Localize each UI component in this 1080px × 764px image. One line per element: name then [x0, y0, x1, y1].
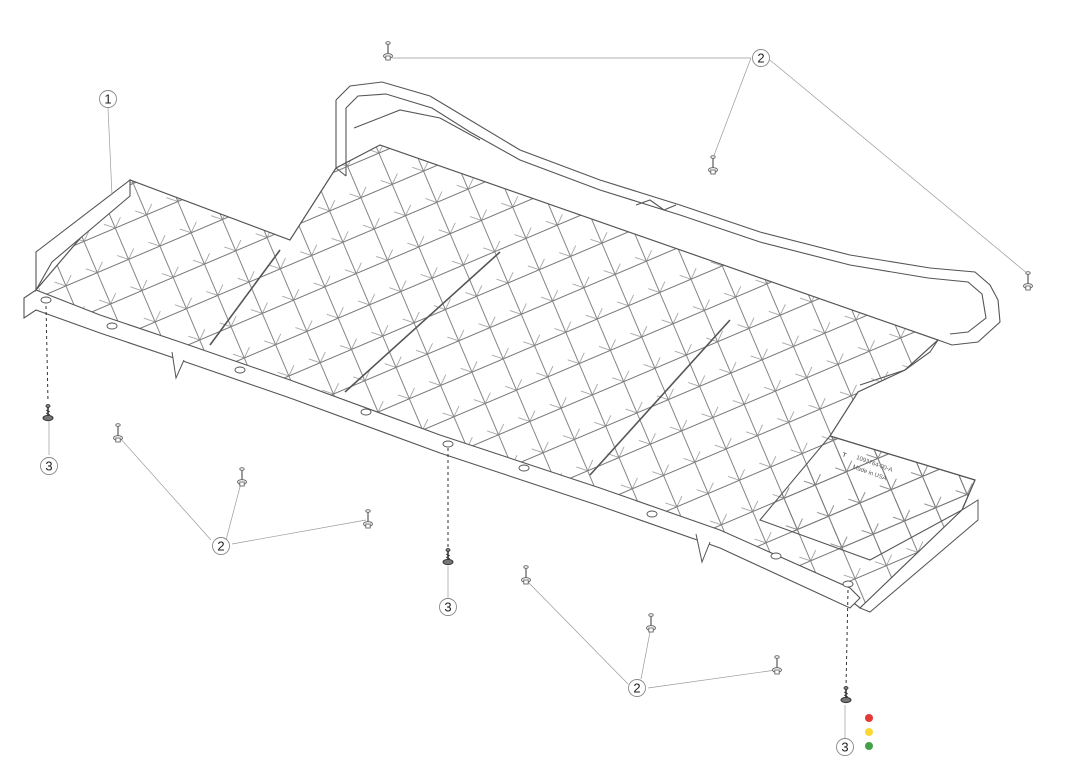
red-status-dot [865, 714, 873, 722]
svg-text:1: 1 [104, 92, 111, 107]
svg-text:T: T [841, 452, 847, 459]
svg-text:3: 3 [444, 600, 451, 615]
callout-2-top: 2 [752, 49, 770, 67]
callout-1: 1 [99, 90, 117, 108]
clip-drop-lines [45, 305, 849, 689]
callout-3-center: 3 [439, 598, 457, 616]
svg-text:2: 2 [757, 51, 764, 66]
callout-2-left: 2 [212, 537, 230, 555]
yellow-status-dot [865, 728, 873, 736]
callout-3-left: 3 [40, 457, 58, 475]
rear-frame [335, 81, 1001, 386]
leader-lines [48, 57, 1029, 739]
underbody-tray [23, 144, 979, 613]
svg-text:2: 2 [633, 681, 640, 696]
svg-text:2: 2 [217, 539, 224, 554]
svg-text:3: 3 [45, 459, 52, 474]
svg-text:3: 3 [841, 740, 848, 755]
callout-2-bottom: 2 [628, 679, 646, 697]
callout-3-right: 3 [836, 738, 854, 756]
green-status-dot [865, 742, 873, 750]
